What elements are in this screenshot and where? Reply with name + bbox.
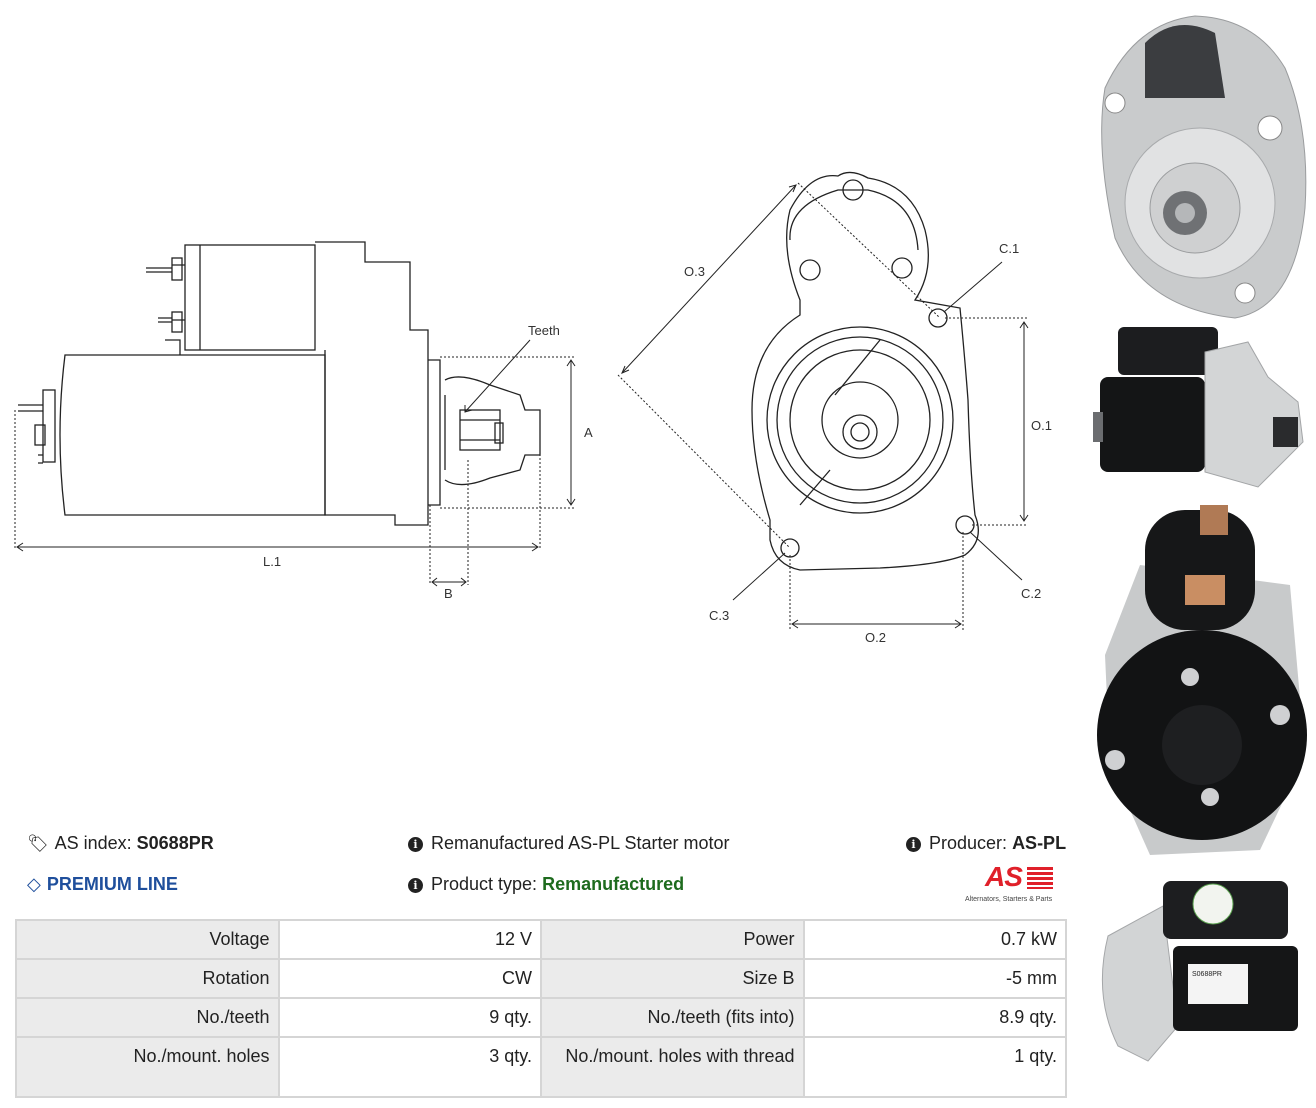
product-photo-rear: [1097, 505, 1307, 855]
label-b: B: [444, 586, 453, 601]
premium-line-label: PREMIUM LINE: [46, 874, 178, 894]
spec-value: CW: [277, 958, 542, 999]
product-photo-label-side: S0688PR: [1101, 881, 1298, 1062]
logo-tagline: Alternators, Starters & Parts: [965, 896, 1053, 903]
spec-value: 8.9 qty.: [802, 997, 1068, 1038]
label-c3: C.3: [709, 608, 729, 623]
product-photo-front: [1101, 15, 1307, 319]
front-view-flange: [751, 171, 979, 571]
spec-value: 3 qty.: [277, 1036, 542, 1098]
side-view-starter: [18, 241, 541, 526]
info-icon: i: [408, 878, 423, 893]
spec-value: 12 V: [277, 919, 542, 960]
spec-key: No./teeth: [15, 997, 280, 1038]
description-row: i Remanufactured AS-PL Starter motor: [408, 833, 729, 854]
specs-table: Voltage 12 V Power 0.7 kW Rotation CW Si…: [15, 919, 1068, 1098]
product-photo-side: [1093, 327, 1304, 488]
spec-value: 0.7 kW: [802, 919, 1068, 960]
table-row: Rotation CW Size B -5 mm: [15, 958, 1068, 999]
label-a: A: [584, 425, 593, 440]
product-type-row: i Product type: Remanufactured: [408, 874, 684, 895]
producer-row: i Producer: AS-PL: [906, 833, 1066, 854]
label-c2: C.2: [1021, 586, 1041, 601]
spec-key: Power: [539, 919, 805, 960]
spec-key: Rotation: [15, 958, 280, 999]
product-type-value: Remanufactured: [542, 874, 685, 894]
as-index-value: S0688PR: [136, 833, 214, 853]
spec-value: 1 qty.: [802, 1036, 1068, 1098]
spec-key: Size B: [539, 958, 805, 999]
photo-label-text: S0688PR: [1192, 971, 1222, 978]
table-row: No./mount. holes 3 qty. No./mount. holes…: [15, 1036, 1068, 1098]
logo-mark: AS: [985, 861, 1023, 892]
spec-value: -5 mm: [802, 958, 1068, 999]
info-icon: i: [906, 837, 921, 852]
tags-icon: 🏷: [27, 834, 49, 853]
label-o1: O.1: [1031, 418, 1052, 433]
info-icon: i: [408, 837, 423, 852]
premium-line-badge: ◇PREMIUM LINE: [27, 874, 178, 895]
as-index-label: AS index:: [54, 833, 132, 853]
label-l1: L.1: [263, 554, 281, 569]
label-teeth: Teeth: [528, 323, 560, 338]
logo-stripes: [1027, 867, 1053, 889]
as-pl-logo: AS Alternators, Starters & Parts: [963, 862, 1068, 908]
spec-key: No./mount. holes: [15, 1036, 280, 1098]
producer-label: Producer:: [929, 833, 1008, 853]
spec-key: No./mount. holes with thread: [539, 1036, 805, 1098]
product-type-label: Product type:: [431, 874, 538, 894]
gem-icon: ◇: [27, 874, 41, 894]
spec-key: Voltage: [15, 919, 280, 960]
table-row: Voltage 12 V Power 0.7 kW: [15, 919, 1068, 960]
label-o2: O.2: [865, 630, 886, 645]
product-description: Remanufactured AS-PL Starter motor: [431, 833, 730, 853]
label-c1: C.1: [999, 241, 1019, 256]
producer-value: AS-PL: [1012, 833, 1067, 853]
label-o3: O.3: [684, 264, 705, 279]
spec-value: 9 qty.: [277, 997, 542, 1038]
technical-drawing: Teeth A L.1 B O.3 C.1 O.1 C.2 C.3 O.2: [14, 171, 1052, 645]
table-row: No./teeth 9 qty. No./teeth (fits into) 8…: [15, 997, 1068, 1038]
spec-key: No./teeth (fits into): [539, 997, 805, 1038]
as-index-row: 🏷 AS index: S0688PR: [27, 833, 214, 854]
